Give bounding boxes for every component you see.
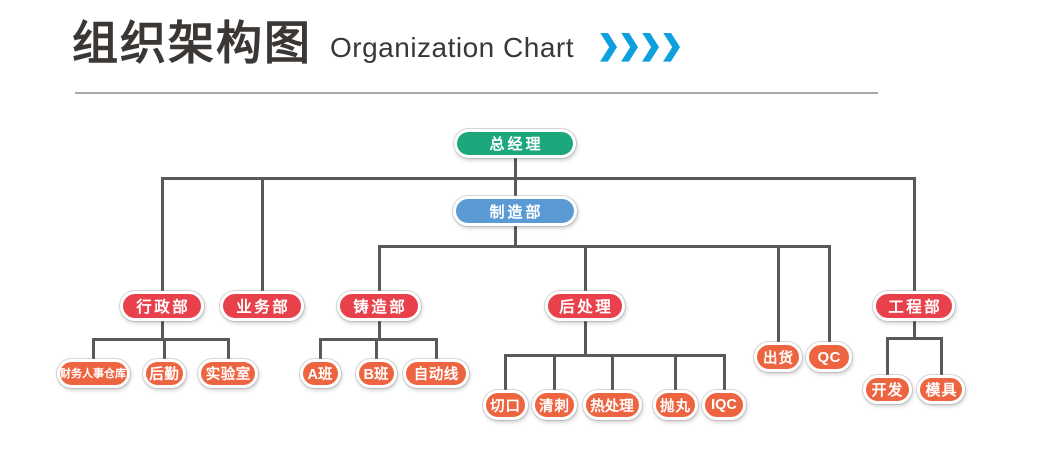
- page-subtitle: Organization Chart: [330, 31, 575, 63]
- connector-line: [434, 339, 438, 373]
- connector-line: [160, 306, 164, 339]
- connector-line: [377, 306, 381, 339]
- chevron-arrow-icon: [663, 32, 681, 62]
- chevron-arrow-icon: [621, 32, 639, 62]
- header: 组织架构图 Organization Chart: [72, 17, 681, 69]
- connector-line: [260, 178, 264, 306]
- chevron-arrow-icon: [600, 32, 618, 62]
- org-node-eng: 工程部: [873, 291, 955, 321]
- org-node-iqc: IQC: [702, 390, 746, 420]
- connector-line: [503, 353, 726, 357]
- connector-line: [226, 339, 230, 373]
- connector-line: [776, 246, 780, 357]
- org-node-classA: A班: [299, 358, 341, 388]
- connector-line: [318, 339, 322, 373]
- org-node-fin: 财务人事仓库: [56, 358, 130, 388]
- org-node-dev: 开发: [862, 374, 912, 404]
- connector-line: [912, 306, 916, 338]
- connector-line: [160, 176, 916, 180]
- connector-line: [503, 355, 507, 405]
- connector-line: [162, 339, 166, 373]
- connector-line: [552, 355, 556, 405]
- chevron-group: [600, 32, 681, 69]
- connector-line: [673, 355, 677, 405]
- connector-line: [885, 338, 889, 389]
- org-node-biz: 业务部: [220, 291, 304, 321]
- connector-line: [513, 211, 517, 246]
- org-node-mfg: 制造部: [453, 196, 577, 226]
- org-node-heat: 热处理: [582, 390, 642, 420]
- org-node-admin: 行政部: [120, 291, 204, 321]
- connector-line: [513, 178, 517, 211]
- org-node-shot: 抛丸: [652, 390, 698, 420]
- connector-line: [583, 246, 587, 306]
- org-node-log: 后勤: [142, 358, 186, 388]
- org-node-lab: 实验室: [198, 358, 258, 388]
- connector-line: [912, 178, 916, 306]
- title-underline: [75, 92, 878, 94]
- org-node-post: 后处理: [545, 291, 625, 321]
- connector-line: [939, 338, 943, 389]
- connector-line: [91, 337, 230, 341]
- connector-line: [583, 306, 587, 355]
- org-node-cast: 铸造部: [337, 291, 421, 321]
- org-node-gm: 总经理: [454, 128, 576, 158]
- connector-line: [610, 355, 614, 405]
- connector-line: [377, 246, 381, 306]
- connector-line: [885, 336, 943, 340]
- connector-line: [377, 244, 831, 248]
- org-node-qc: QC: [806, 342, 852, 372]
- connector-line: [827, 246, 831, 357]
- org-node-classB: B班: [355, 358, 397, 388]
- org-node-ship: 出货: [754, 342, 802, 372]
- connector-line: [318, 337, 438, 341]
- connector-line: [722, 355, 726, 405]
- org-node-cut: 切口: [482, 390, 528, 420]
- connector-line: [160, 178, 164, 306]
- connector-line: [91, 339, 95, 373]
- org-node-auto: 自动线: [403, 358, 469, 388]
- org-node-debur: 清刺: [531, 390, 577, 420]
- connector-line: [513, 143, 517, 178]
- page-title: 组织架构图: [72, 17, 312, 69]
- connector-line: [374, 339, 378, 373]
- chevron-arrow-icon: [642, 32, 660, 62]
- org-node-mold: 模具: [917, 374, 965, 404]
